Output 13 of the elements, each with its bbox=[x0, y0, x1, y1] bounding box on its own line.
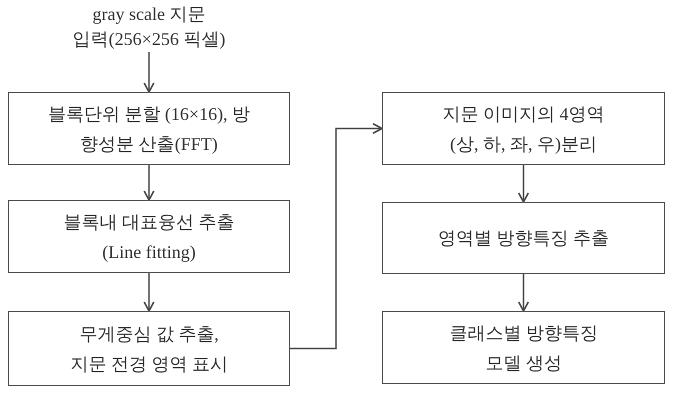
process-box: 무게중심 값 추출, 지문 전경 영역 표시 bbox=[8, 311, 290, 386]
process-box: 영역별 방향특징 추출 bbox=[382, 202, 665, 274]
process-box: 클래스별 방향특징 모델 생성 bbox=[382, 311, 665, 384]
process-box: 블록단위 분할 (16×16), 방향성분 산출(FFT) bbox=[8, 92, 290, 165]
input-text: gray scale 지문 입력(256×256 픽셀) bbox=[72, 2, 226, 52]
arrow bbox=[143, 165, 155, 201]
arrow bbox=[143, 273, 155, 312]
process-box: 지문 이미지의 4영역 (상, 하, 좌, 우)분리 bbox=[382, 92, 665, 165]
arrow bbox=[518, 165, 530, 203]
arrow bbox=[518, 274, 530, 312]
arrow bbox=[290, 122, 383, 350]
process-box: 블록내 대표융선 추출 (Line fitting) bbox=[8, 200, 290, 273]
arrow bbox=[143, 52, 155, 93]
